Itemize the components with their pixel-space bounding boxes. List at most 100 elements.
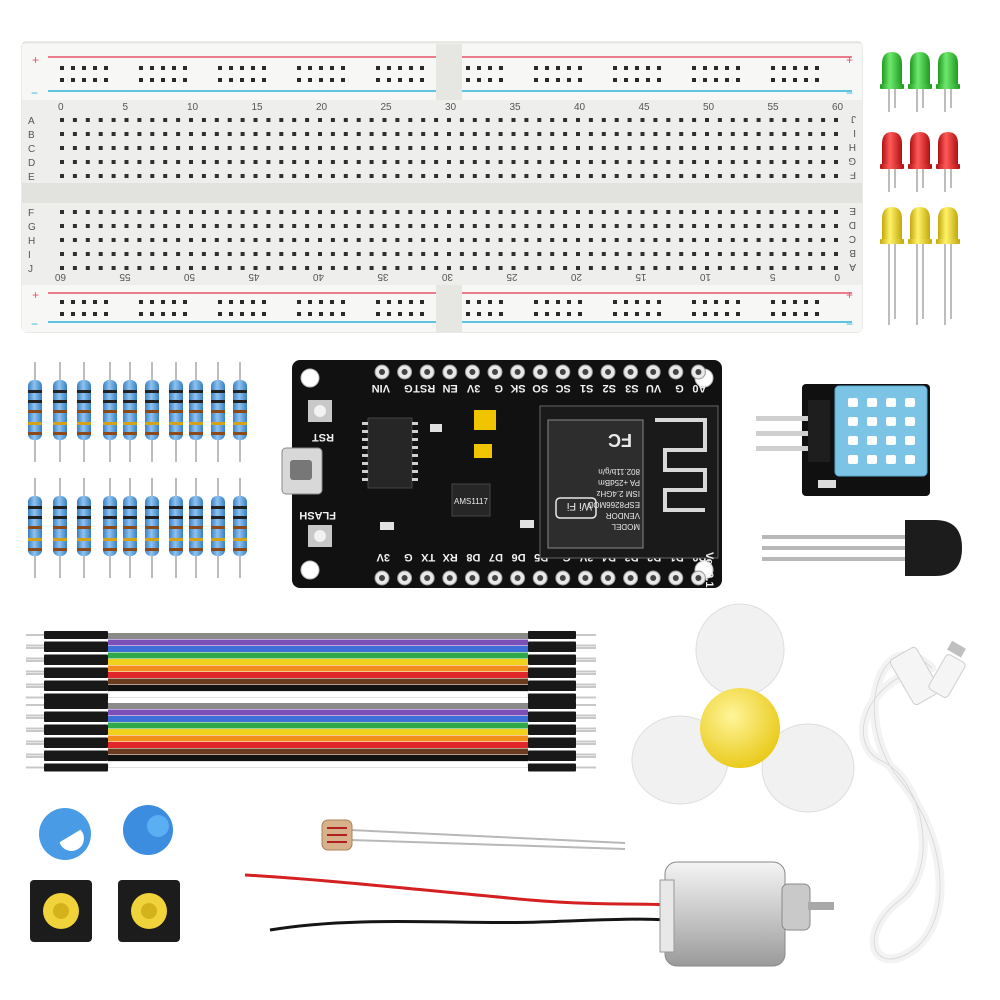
resistor: [28, 478, 42, 578]
pin-label: G: [404, 382, 413, 394]
rail-plus-label: +: [32, 53, 39, 67]
column-number: 35: [377, 271, 389, 282]
column-number: 10: [699, 271, 711, 282]
propeller-fan: [631, 603, 855, 813]
pin-label: G: [404, 551, 413, 563]
column-number: 30: [445, 102, 457, 113]
flash-label: FLASH: [299, 509, 336, 521]
red-led: [908, 132, 932, 192]
knob-caps: [39, 805, 173, 860]
bottom-power-rail: + − + −: [22, 285, 862, 332]
rail-minus-label: −: [31, 317, 38, 331]
rst-button: RST: [308, 400, 334, 443]
column-number: 25: [506, 271, 518, 282]
pin-label: G: [494, 382, 503, 394]
module-text: VENDOR: [606, 511, 640, 520]
resistor: [145, 478, 159, 578]
jumper-wire-bundle: [26, 631, 596, 772]
pin-label: D7: [489, 551, 503, 563]
dht11-sensor-module: [756, 384, 930, 496]
voltage-regulator: AMS1117: [451, 483, 491, 517]
top-power-rail: + − + −: [22, 44, 862, 100]
rail-holes: [60, 300, 819, 316]
micro-usb-plug-tip: [947, 640, 966, 658]
green-led: [880, 52, 904, 112]
resistor: [77, 478, 91, 578]
row-letter: I: [853, 127, 856, 138]
jumper-wires-bottom: [26, 701, 596, 772]
row-letter: E: [28, 172, 35, 183]
pin-label: 3V: [466, 382, 480, 394]
resistor: [169, 362, 183, 462]
pin-label: D8: [466, 551, 480, 563]
resistor: [211, 478, 225, 578]
module-text: 802.11b/g/n: [598, 467, 640, 476]
row-letter: B: [28, 130, 35, 141]
pin-label: VU: [646, 382, 661, 394]
column-number: 5: [770, 271, 776, 282]
yellow-led: [908, 207, 932, 325]
resistor: [103, 362, 117, 462]
rail-minus-label: −: [31, 86, 38, 100]
column-number: 60: [54, 271, 66, 282]
pin-label: EN: [442, 382, 457, 394]
module-text: ISM 2.4GHz: [596, 489, 640, 498]
row-letter: J: [28, 264, 33, 275]
resistor: [145, 362, 159, 462]
resistor: [53, 478, 67, 578]
pin-label: S2: [603, 382, 616, 394]
terminal-holes: [60, 118, 838, 270]
pin-label: RST: [413, 382, 435, 394]
resistor: [123, 478, 137, 578]
column-number: 55: [768, 102, 780, 113]
column-number: 55: [119, 271, 131, 282]
usb-serial-chip: [362, 417, 418, 489]
pin-label: RX: [442, 551, 458, 563]
column-number: 50: [183, 271, 195, 282]
column-number: 15: [252, 102, 264, 113]
row-letter: D: [28, 158, 35, 169]
pin-label: SO: [532, 382, 548, 394]
row-letter: I: [28, 250, 31, 261]
column-number: 45: [639, 102, 651, 113]
resistor: [169, 478, 183, 578]
micro-usb-cable: [858, 640, 966, 964]
rst-label: RST: [312, 431, 334, 443]
module-text: ESP8266MOD: [587, 500, 640, 509]
resistor: [211, 362, 225, 462]
row-letter: B: [849, 247, 856, 258]
column-number: 25: [381, 102, 393, 113]
resistor: [233, 478, 247, 578]
resistor: [103, 478, 117, 578]
rail-plus-label: +: [32, 288, 39, 302]
resistor-set: [28, 362, 247, 578]
column-number: 45: [248, 271, 260, 282]
wifi-text: Wi Fi: [567, 500, 592, 512]
version-label: Ver 0.1: [703, 552, 715, 587]
row-letter: C: [849, 233, 856, 244]
row-letter: J: [851, 113, 856, 124]
resistor: [53, 362, 67, 462]
row-letter: F: [850, 169, 856, 180]
row-letter: A: [849, 261, 856, 272]
pin-label: S3: [625, 382, 638, 394]
ds18b20-temperature-sensor: [762, 520, 962, 576]
row-letter: A: [28, 116, 35, 127]
column-number: 40: [574, 102, 586, 113]
dht11-pins: [756, 416, 808, 451]
row-letter: H: [849, 141, 856, 152]
flash-button: FLASH: [299, 509, 336, 547]
pin-label: D6: [512, 551, 526, 563]
row-letter: H: [28, 236, 35, 247]
resistor: [189, 478, 203, 578]
column-number: 20: [316, 102, 328, 113]
rail-holes: [60, 66, 819, 82]
resistor: [123, 362, 137, 462]
resistor: [28, 362, 42, 462]
red-led: [936, 132, 960, 192]
pcb-antenna: [655, 418, 707, 512]
